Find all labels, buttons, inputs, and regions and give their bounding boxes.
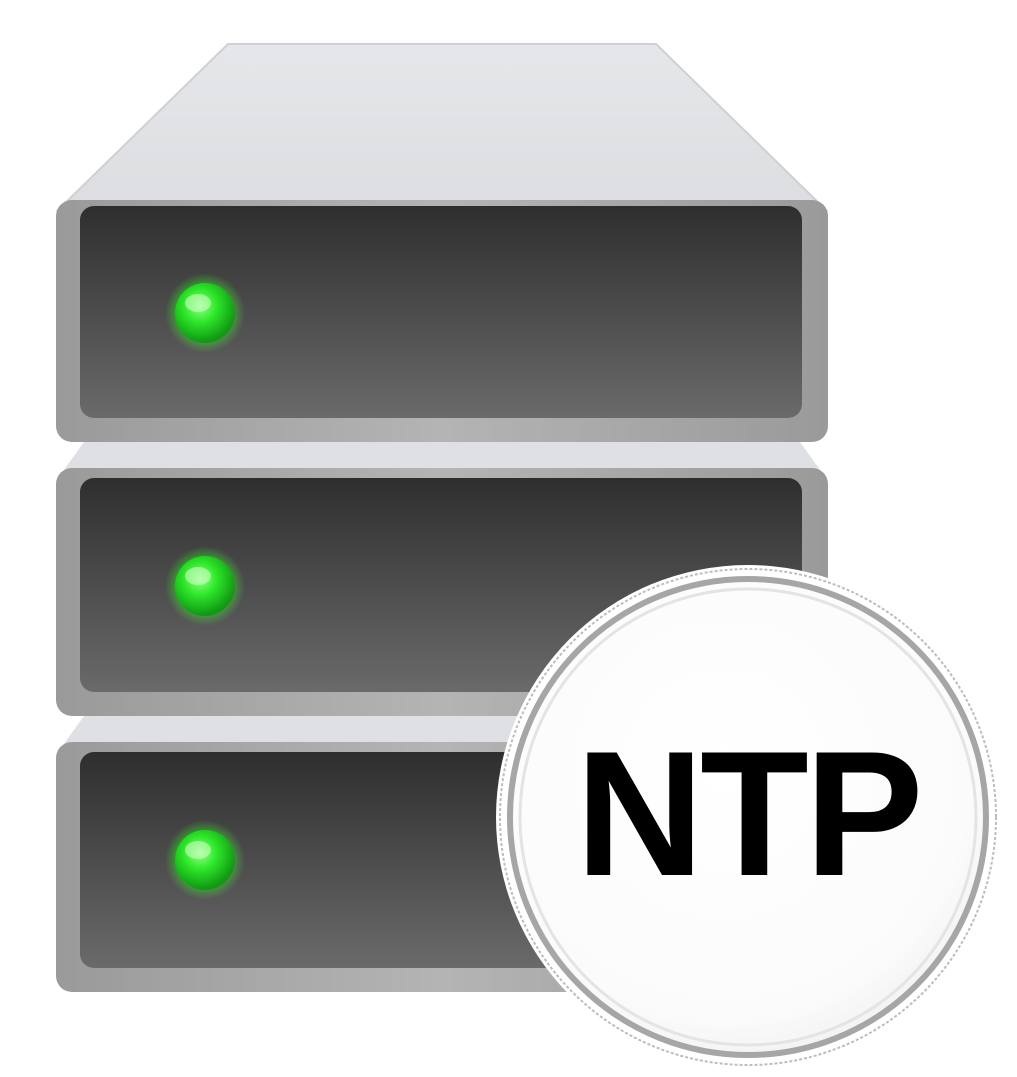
status-led-icon [165,273,245,353]
ntp-badge [496,565,1000,1069]
status-led-icon [165,546,245,626]
server-unit-top [56,200,828,442]
server-chassis-top [55,43,829,212]
status-led-icon [165,820,245,900]
ntp-badge-label: NTP [575,713,924,913]
